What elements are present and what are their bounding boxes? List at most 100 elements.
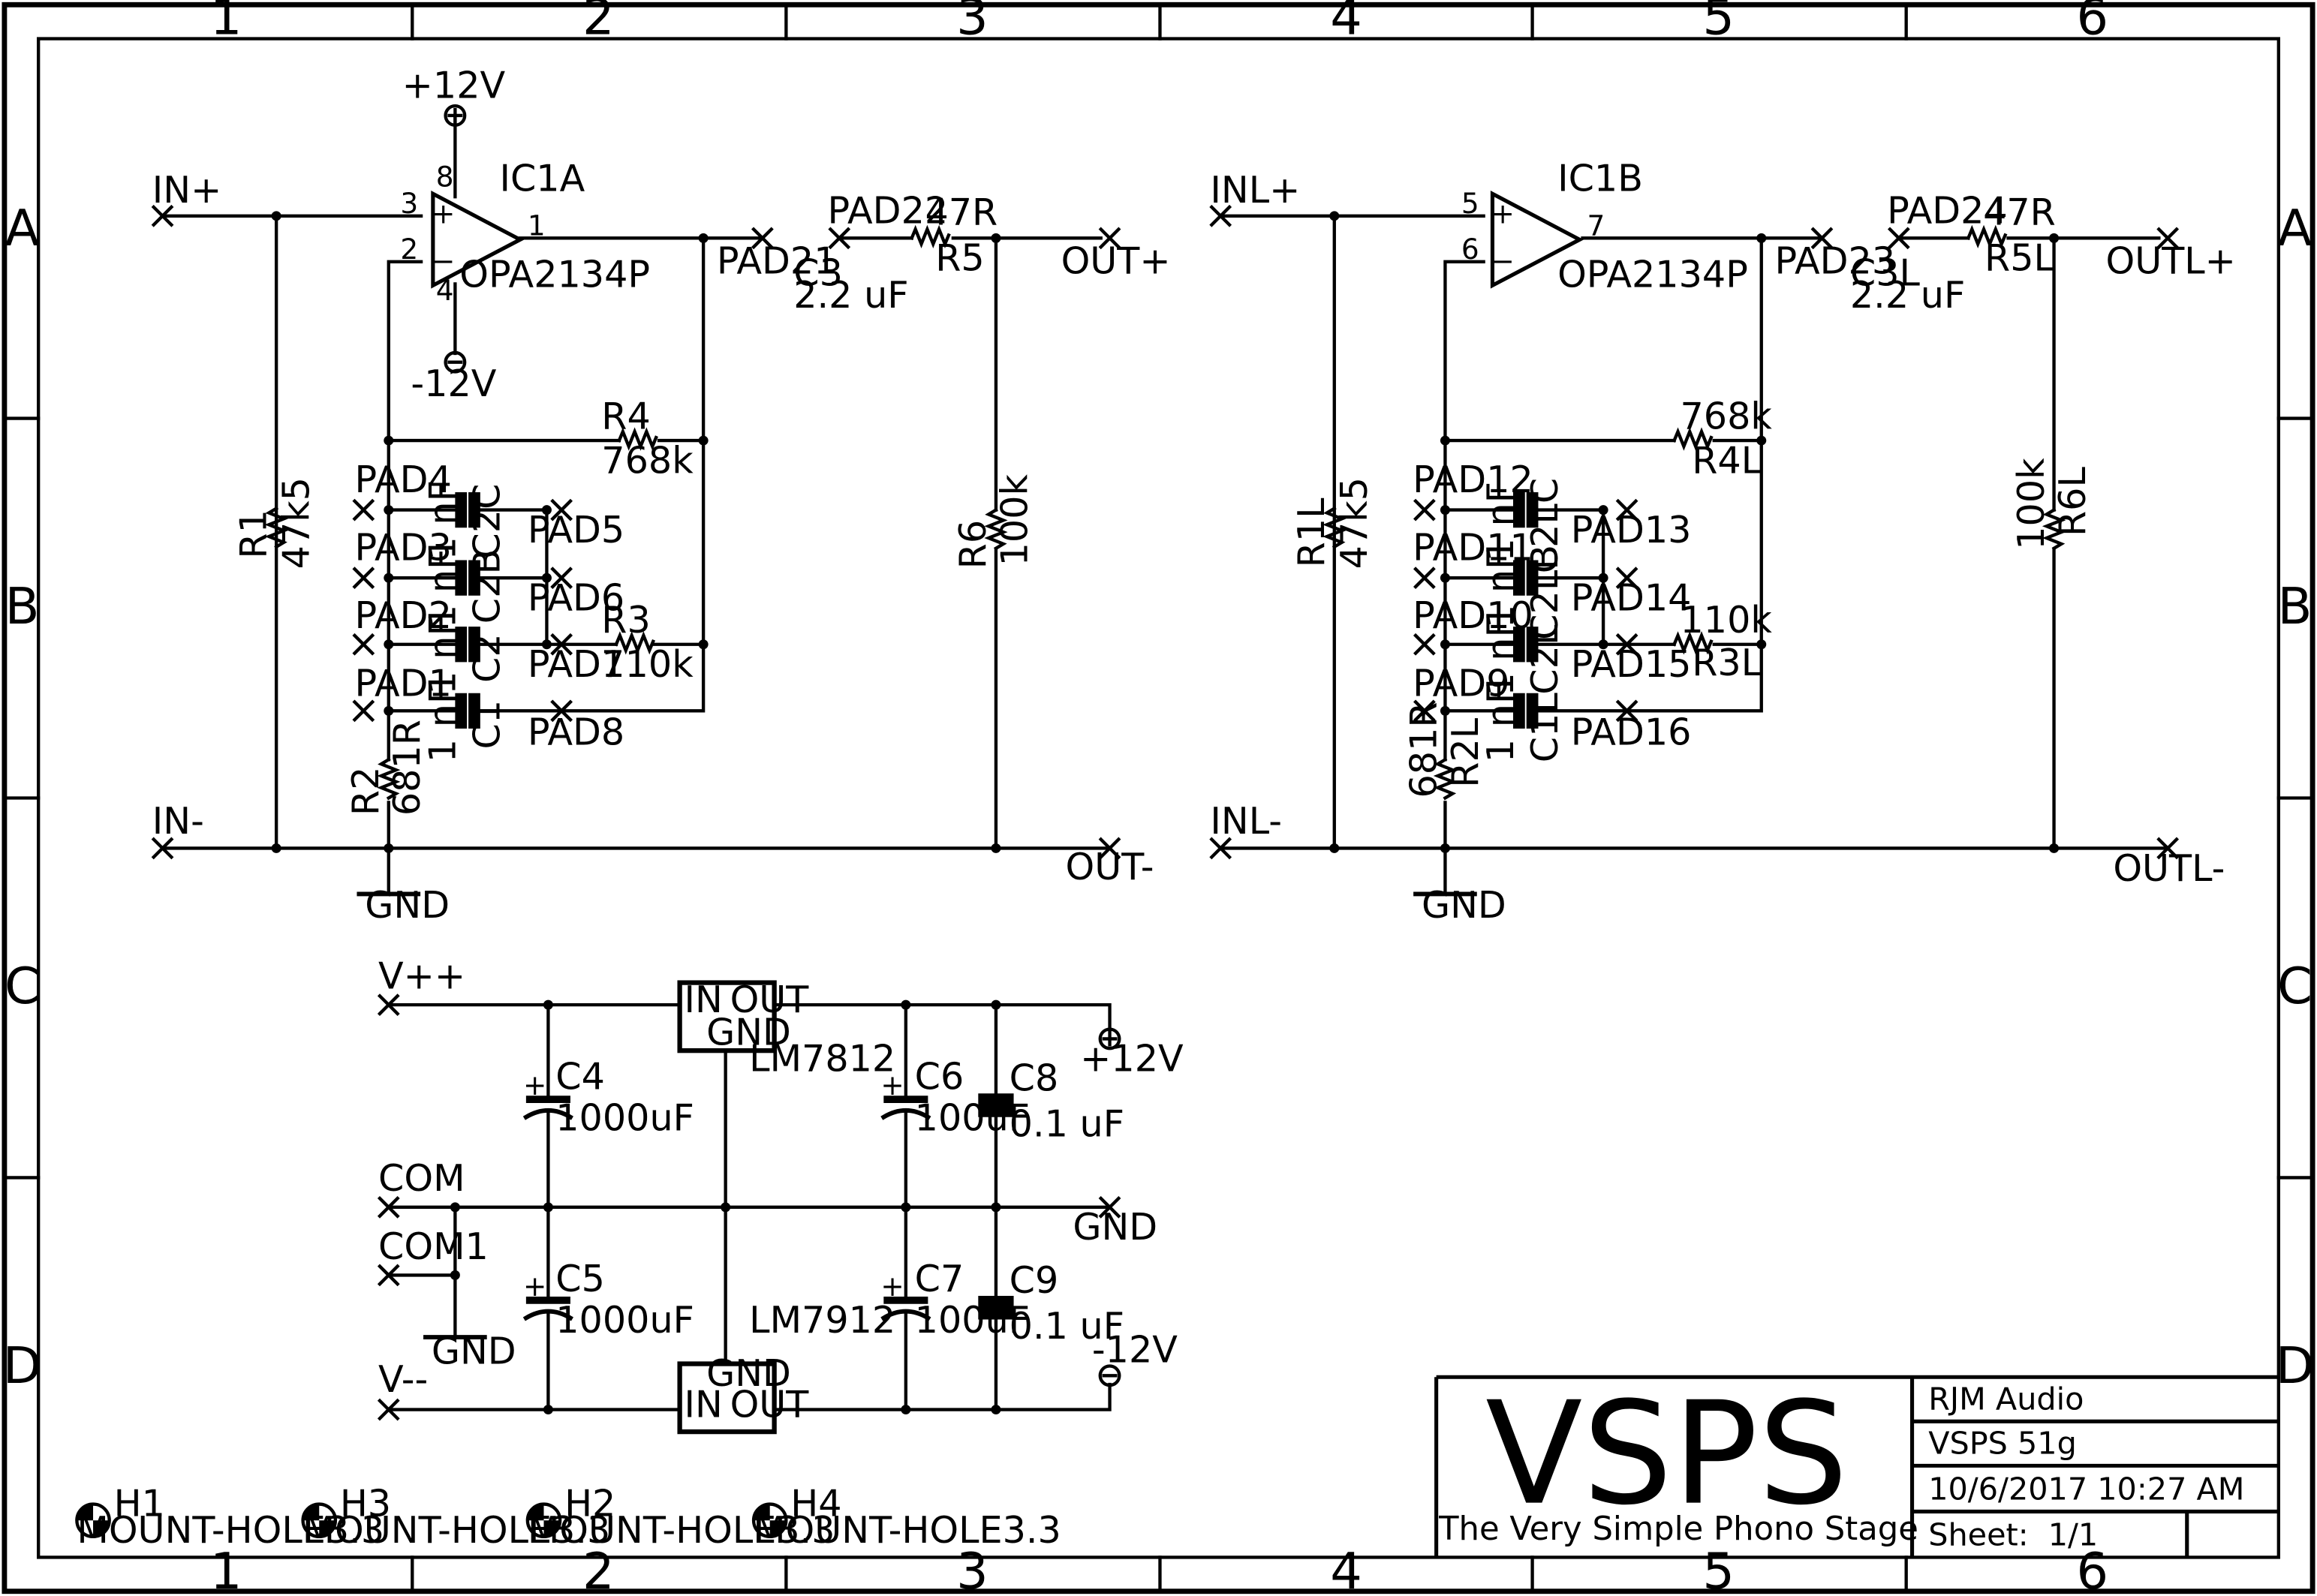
column-label: 5 <box>1702 0 1735 47</box>
svg-text:-12V: -12V <box>411 362 496 405</box>
power-junctions <box>450 999 1001 1415</box>
svg-text:100k: 100k <box>992 473 1036 566</box>
right-channel-resistors <box>264 224 1008 801</box>
gnd-symbols <box>357 891 1477 1340</box>
title-subtitle: The Very Simple Phono Stage <box>1438 1510 1918 1548</box>
svg-text:1 nF: 1 nF <box>1479 549 1522 628</box>
svg-text:110k: 110k <box>601 642 694 686</box>
opamp-ic1a: + − 3 2 1 8 4 IC1A OPA2134P <box>400 156 650 307</box>
mount-hole-h4: H4 MOUNT-HOLE3.3 <box>751 1481 1061 1552</box>
svg-text:R5L: R5L <box>1984 236 2054 280</box>
svg-text:0.1 uF: 0.1 uF <box>1010 1102 1124 1145</box>
column-label: 2 <box>582 1542 615 1596</box>
svg-text:C2L: C2L <box>1523 624 1566 695</box>
column-label: 6 <box>2076 1542 2108 1596</box>
supply-symbols: +12V -12V <box>402 63 506 405</box>
svg-text:C4: C4 <box>555 1054 605 1098</box>
svg-text:PAD16: PAD16 <box>1571 711 1692 754</box>
left-channel-labels: INL+ INL- GND OUTL- OUTL+ PAD23 PAD24 C3… <box>1210 168 2236 927</box>
svg-text:768k: 768k <box>601 438 694 482</box>
svg-text:R2L: R2L <box>1443 717 1487 787</box>
svg-text:IN+: IN+ <box>152 168 222 212</box>
regulator-lm7912: GND IN OUT LM7912 <box>677 1298 895 1435</box>
svg-text:C8: C8 <box>1010 1056 1059 1099</box>
svg-text:PAD4: PAD4 <box>355 458 452 501</box>
svg-text:OUT+: OUT+ <box>1061 239 1171 283</box>
svg-text:4: 4 <box>436 274 454 307</box>
svg-text:PAD1: PAD1 <box>355 662 452 705</box>
svg-text:V--: V-- <box>378 1357 428 1401</box>
right-channel-caps <box>455 491 480 729</box>
svg-text:INL+: INL+ <box>1210 168 1300 212</box>
svg-text:R2: R2 <box>344 767 387 816</box>
power-pad-marks <box>377 993 1121 1421</box>
svg-text:5: 5 <box>1461 187 1479 220</box>
mount-holes: H1 MOUNT-HOLE3.3 H3 MOUNT-HOLE3.3 H2 MOU… <box>75 1481 1061 1552</box>
row-label: C <box>5 957 40 1015</box>
svg-text:OUT: OUT <box>730 978 810 1021</box>
svg-text:100uF: 100uF <box>915 1096 1030 1139</box>
title-company: RJM Audio <box>1928 1381 2084 1417</box>
left-channel-caps <box>1513 491 1539 729</box>
svg-text:IN: IN <box>685 1382 723 1426</box>
svg-text:C3L: C3L <box>1850 251 1921 294</box>
ceramic-caps <box>978 1093 1014 1320</box>
svg-text:1 nF: 1 nF <box>420 549 464 628</box>
row-label: C <box>2277 957 2312 1015</box>
regulator-name: LM7812 <box>749 1037 895 1081</box>
title-project: VSPS 51g <box>1928 1426 2077 1462</box>
svg-text:47R: 47R <box>925 191 998 234</box>
svg-text:1 nF: 1 nF <box>420 683 464 762</box>
svg-text:1: 1 <box>528 209 546 242</box>
svg-text:OUTL+: OUTL+ <box>2105 239 2235 283</box>
column-label: 3 <box>956 1542 988 1596</box>
svg-text:PAD3: PAD3 <box>355 526 452 570</box>
title-datetime: 10/6/2017 10:27 AM <box>1928 1471 2244 1507</box>
svg-text:2.2 uF: 2.2 uF <box>1850 273 1965 317</box>
svg-text:768k: 768k <box>1680 394 1772 437</box>
svg-text:GND: GND <box>706 1010 791 1053</box>
svg-text:PAD24: PAD24 <box>1887 189 2008 233</box>
svg-text:47k5: 47k5 <box>274 477 317 569</box>
svg-text:1 nF: 1 nF <box>420 480 464 560</box>
svg-text:OUT-: OUT- <box>1065 845 1154 888</box>
power-supply: IN OUT GND LM7812 GND IN OUT LM7912 + + … <box>377 954 1184 1435</box>
column-label: 4 <box>1330 1542 1362 1596</box>
svg-text:C3: C3 <box>793 251 843 294</box>
svg-text:+: + <box>432 197 455 230</box>
svg-text:0.1 uF: 0.1 uF <box>1010 1304 1124 1348</box>
right-channel-junctions <box>271 211 1001 853</box>
svg-text:OUTL-: OUTL- <box>2113 846 2225 890</box>
svg-text:1 nF: 1 nF <box>1479 616 1522 696</box>
svg-text:R4L: R4L <box>1692 438 1762 482</box>
svg-text:C2LC: C2LC <box>1523 478 1566 573</box>
column-label: 4 <box>1330 0 1362 47</box>
svg-text:INL-: INL- <box>1210 799 1282 843</box>
row-label: B <box>5 577 40 636</box>
regulator-name: LM7912 <box>749 1298 895 1342</box>
svg-text:GND: GND <box>1422 883 1506 927</box>
svg-text:OUT: OUT <box>730 1382 810 1426</box>
svg-text:47k5: 47k5 <box>1332 477 1376 569</box>
svg-text:MOUNT-HOLE3.3: MOUNT-HOLE3.3 <box>754 1508 1061 1552</box>
svg-text:47R: 47R <box>1983 191 2056 234</box>
svg-text:2: 2 <box>400 233 418 266</box>
svg-text:+: + <box>523 1069 546 1102</box>
left-channel-wires <box>1219 214 2170 896</box>
svg-text:PAD5: PAD5 <box>528 508 624 552</box>
row-label: D <box>3 1336 42 1395</box>
frame-column-labels-top: 1 2 3 4 5 6 <box>210 0 2108 47</box>
right-channel: + − 3 2 1 8 4 IC1A OPA2134P +12V -12V IN… <box>151 63 1171 927</box>
svg-text:C2B: C2B <box>465 549 508 624</box>
svg-text:−: − <box>1491 245 1515 278</box>
svg-text:C1L: C1L <box>1523 693 1566 763</box>
title-sheet-value: 1/1 <box>2048 1517 2099 1553</box>
svg-text:PAD13: PAD13 <box>1571 508 1692 552</box>
mount-hole-h3: H3 MOUNT-HOLE3.3 <box>301 1481 610 1552</box>
svg-text:1000uF: 1000uF <box>555 1096 694 1139</box>
regulator-lm7812: IN OUT GND LM7812 <box>677 978 895 1081</box>
svg-text:C7: C7 <box>915 1257 964 1300</box>
column-label: 1 <box>210 0 242 47</box>
svg-text:COM: COM <box>378 1156 465 1200</box>
svg-text:1 nF: 1 nF <box>420 615 464 694</box>
